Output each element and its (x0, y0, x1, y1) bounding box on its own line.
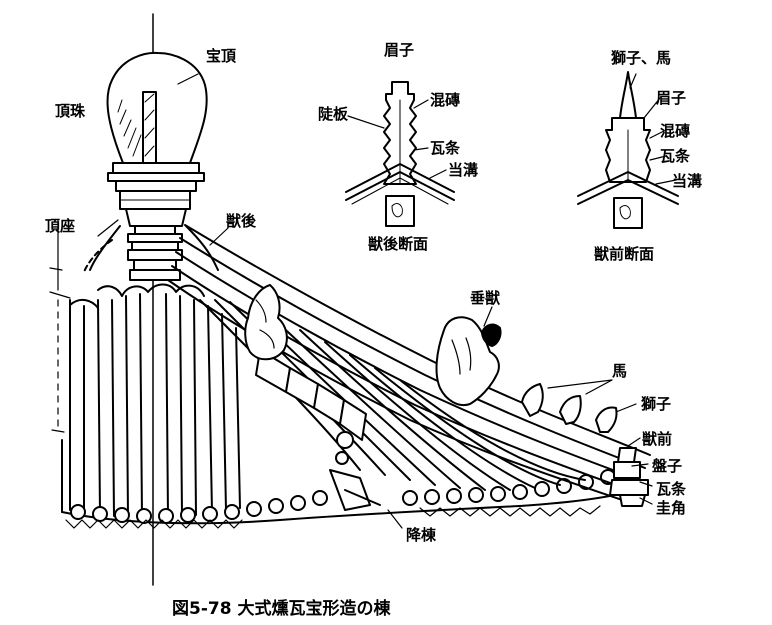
finial-ring-2 (107, 172, 205, 182)
leader-lines (97, 73, 653, 529)
label-tile-strip: 瓦条 (656, 480, 687, 498)
figure-caption: 図5-78 大式燻瓦宝形造の棟 (172, 599, 391, 619)
label-rear-section-caption: 獣後断面 (368, 235, 429, 253)
roof-body (61, 283, 641, 529)
seat-group (83, 225, 219, 281)
label-front-section-caption: 獣前断面 (594, 245, 655, 263)
ridge-small-figures (521, 383, 649, 507)
finial-jewel (106, 51, 208, 164)
label-descending-ridge: 降棟 (406, 526, 437, 544)
front-section-drawing (577, 71, 679, 229)
rear-section-drawing (345, 81, 455, 227)
finial-ring-1 (112, 162, 200, 174)
eave-tile-discs (70, 469, 616, 524)
finial-group (106, 51, 208, 227)
label-horse: 馬 (612, 362, 628, 380)
label-rear-section-title: 眉子 (384, 41, 415, 59)
label-rear-section-brick: 混磚 (430, 91, 461, 109)
label-front-section-title: 獅子、馬 (611, 49, 672, 67)
sloping-ridge (167, 224, 651, 503)
left-dimension-marks (49, 219, 71, 433)
finial-pedestal (125, 208, 187, 227)
label-plate: 盤子 (652, 457, 683, 475)
label-front-section-brick: 混磚 (660, 122, 691, 140)
label-rear-section-panel: 陡板 (318, 105, 349, 123)
label-front-beast: 獣前 (642, 430, 673, 448)
label-corner-foot: 圭角 (656, 499, 687, 517)
label-front-section-gutter: 当溝 (672, 172, 703, 190)
descending-ridge-blocks (255, 349, 381, 511)
label-top-jewel: 頂珠 (55, 102, 86, 120)
label-top-seat: 頂座 (45, 217, 76, 235)
label-rear-section-tile-strip: 瓦条 (430, 139, 461, 157)
label-rear-section-gutter: 当溝 (448, 161, 479, 179)
hanging-beast (435, 316, 502, 406)
label-finial-top: 宝頂 (206, 47, 237, 65)
label-front-section-eyebrow: 眉子 (656, 89, 687, 107)
label-front-section-tile-strip: 瓦条 (660, 147, 691, 165)
label-rear-beast: 獣後 (226, 212, 257, 230)
finial-ring-3 (115, 180, 197, 192)
label-hanging-beast: 垂獣 (470, 289, 501, 307)
label-lion: 獅子 (641, 395, 672, 413)
